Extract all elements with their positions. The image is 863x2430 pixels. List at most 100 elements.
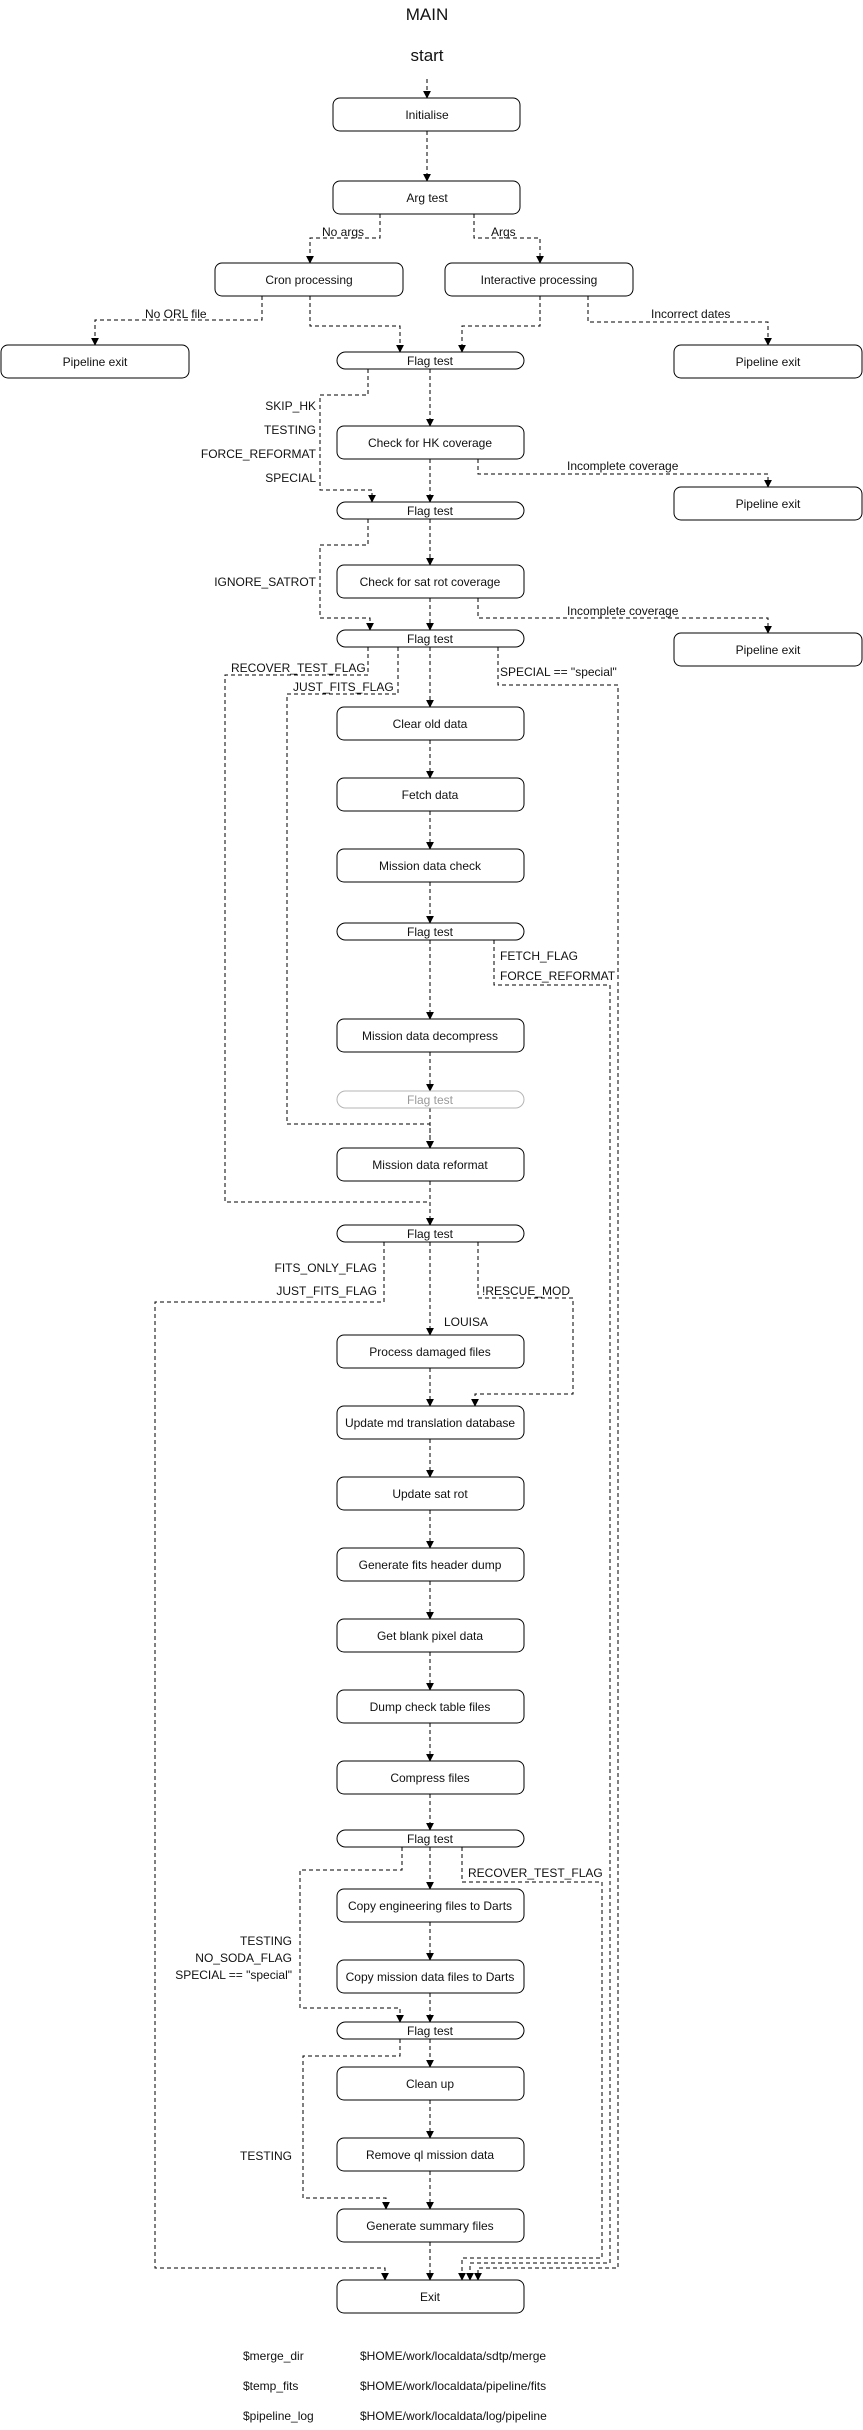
node-flag-test-4: Flag test — [336, 922, 525, 941]
svg-text:Pipeline exit: Pipeline exit — [63, 355, 128, 369]
edge-hk-exit — [477, 459, 772, 488]
label-testing-2: TESTING — [240, 1934, 292, 1948]
svg-text:Clear old data: Clear old data — [393, 717, 468, 731]
svg-text:Check for HK coverage: Check for HK coverage — [368, 436, 492, 450]
svg-text:Pipeline exit: Pipeline exit — [736, 497, 801, 511]
svg-text:Copy mission data files to Dar: Copy mission data files to Darts — [346, 1970, 515, 1984]
node-get-blank-pixel-data: Get blank pixel data — [336, 1618, 525, 1653]
node-cron-processing: Cron processing — [214, 262, 404, 297]
node-pipeline-exit-sat: Pipeline exit — [673, 632, 863, 667]
svg-text:Flag test: Flag test — [407, 925, 454, 939]
svg-text:Update sat rot: Update sat rot — [392, 1487, 468, 1501]
start-label: start — [410, 46, 443, 65]
node-mission-data-decompress: Mission data decompress — [336, 1018, 525, 1053]
node-flag-test-8: Flag test — [336, 2021, 525, 2040]
label-skip-hk: SKIP_HK — [265, 399, 316, 413]
node-pipeline-exit-right: Pipeline exit — [673, 344, 863, 379]
node-copy-mission-data-files: Copy mission data files to Darts — [336, 1959, 525, 1994]
node-mission-data-reformat: Mission data reformat — [336, 1147, 525, 1182]
edge-interactive-flag1 — [458, 296, 541, 353]
node-flag-test-7: Flag test — [336, 1829, 525, 1848]
label-ignore-satrot: IGNORE_SATROT — [214, 575, 316, 589]
node-interactive-processing: Interactive processing — [444, 262, 634, 297]
label-fetch-flag: FETCH_FLAG — [500, 949, 578, 963]
label-force-reformat-2: FORCE_REFORMAT — [500, 969, 616, 983]
node-compress-files: Compress files — [336, 1760, 525, 1795]
diagram-title: MAIN — [406, 5, 449, 24]
svg-text:Get blank pixel data: Get blank pixel data — [377, 1629, 483, 1643]
edge-flag6-exit-fitsonly — [154, 1242, 389, 2281]
label-incorrect-dates: Incorrect dates — [651, 307, 730, 321]
node-flag-test-2: Flag test — [336, 501, 525, 520]
label-special-1: SPECIAL — [265, 471, 316, 485]
svg-text:Copy engineering files to Dart: Copy engineering files to Darts — [348, 1899, 512, 1913]
svg-text:Exit: Exit — [420, 2290, 441, 2304]
edge-cron-flag1 — [309, 296, 404, 353]
svg-text:Flag test: Flag test — [407, 1227, 454, 1241]
svg-text:Flag test: Flag test — [407, 632, 454, 646]
node-arg-test: Arg test — [332, 180, 521, 215]
node-initialise: Initialise — [332, 97, 521, 132]
node-update-sat-rot: Update sat rot — [336, 1476, 525, 1511]
edge-argtest-interactive — [473, 214, 544, 264]
edge-interactive-exit-right — [587, 296, 772, 346]
var-value-temp-fits: $HOME/work/localdata/pipeline/fits — [360, 2379, 546, 2393]
node-check-sat-rot-coverage: Check for sat rot coverage — [336, 564, 525, 599]
node-fetch-data: Fetch data — [336, 777, 525, 812]
label-fits-only-flag: FITS_ONLY_FLAG — [275, 1261, 377, 1275]
edge-flag3-reformat-justfits — [286, 647, 434, 1149]
label-testing-3: TESTING — [240, 2149, 292, 2163]
label-args: Args — [491, 225, 516, 239]
label-force-reformat-1: FORCE_REFORMAT — [201, 447, 317, 461]
var-name-temp-fits: $temp_fits — [243, 2379, 298, 2393]
edge-flag1-flag2-bypass — [319, 369, 376, 503]
edge-flag4-exit-fetch — [466, 940, 611, 2281]
nodes: MAIN start Initialise Arg test Cron proc… — [0, 5, 863, 2314]
node-flag-test-5-disabled: Flag test — [336, 1090, 525, 1109]
node-flag-test-1: Flag test — [336, 351, 525, 370]
var-value-pipeline-log: $HOME/work/localdata/log/pipeline — [360, 2409, 547, 2423]
node-update-md-translation: Update md translation database — [336, 1405, 525, 1440]
svg-text:Generate summary files: Generate summary files — [366, 2219, 493, 2233]
node-flag-test-3: Flag test — [336, 629, 525, 648]
edge-flag7-exit-recover — [458, 1847, 603, 2281]
label-just-fits-flag-2: JUST_FITS_FLAG — [276, 1284, 377, 1298]
label-rescue-mod: !RESCUE_MOD — [482, 1284, 570, 1298]
label-no-soda-flag: NO_SODA_FLAG — [195, 1951, 292, 1965]
var-name-merge-dir: $merge_dir — [243, 2349, 304, 2363]
label-no-orl-file: No ORL file — [145, 307, 207, 321]
svg-text:Mission data decompress: Mission data decompress — [362, 1029, 498, 1043]
svg-text:Compress files: Compress files — [390, 1771, 469, 1785]
edge-flag2-flag3-bypass — [319, 519, 374, 631]
svg-text:Pipeline exit: Pipeline exit — [736, 643, 801, 657]
label-incomplete-coverage-1: Incomplete coverage — [567, 459, 679, 473]
label-special-eq-2: SPECIAL == "special" — [175, 1968, 292, 1982]
edge-argtest-cron — [306, 214, 381, 264]
label-special-eq: SPECIAL == "special" — [500, 665, 617, 679]
svg-text:Mission data check: Mission data check — [379, 859, 482, 873]
svg-text:Flag test: Flag test — [407, 354, 454, 368]
svg-text:Arg test: Arg test — [406, 191, 448, 205]
svg-text:Flag test: Flag test — [407, 1832, 454, 1846]
node-copy-engineering-files: Copy engineering files to Darts — [336, 1888, 525, 1923]
label-recover-test-flag-1: RECOVER_TEST_FLAG — [231, 661, 366, 675]
label-just-fits-flag-1: JUST_FITS_FLAG — [293, 680, 394, 694]
label-recover-test-flag-2: RECOVER_TEST_FLAG — [468, 1866, 603, 1880]
edge-flag8-summary-testing — [302, 2039, 401, 2210]
svg-text:Initialise: Initialise — [405, 108, 449, 122]
svg-text:Fetch data: Fetch data — [402, 788, 459, 802]
node-clean-up: Clean up — [336, 2066, 525, 2101]
svg-text:Flag test: Flag test — [407, 2024, 454, 2038]
node-dump-check-table-files: Dump check table files — [336, 1689, 525, 1724]
svg-text:Pipeline exit: Pipeline exit — [736, 355, 801, 369]
svg-text:Mission data reformat: Mission data reformat — [372, 1158, 488, 1172]
node-check-hk-coverage: Check for HK coverage — [336, 425, 525, 460]
svg-text:Cron processing: Cron processing — [265, 273, 352, 287]
node-exit: Exit — [336, 2279, 525, 2314]
svg-text:Clean up: Clean up — [406, 2077, 454, 2091]
var-value-merge-dir: $HOME/work/localdata/sdtp/merge — [360, 2349, 546, 2363]
svg-text:Remove ql mission data: Remove ql mission data — [366, 2148, 494, 2162]
label-testing-1: TESTING — [264, 423, 316, 437]
node-pipeline-exit-left: Pipeline exit — [0, 344, 190, 379]
